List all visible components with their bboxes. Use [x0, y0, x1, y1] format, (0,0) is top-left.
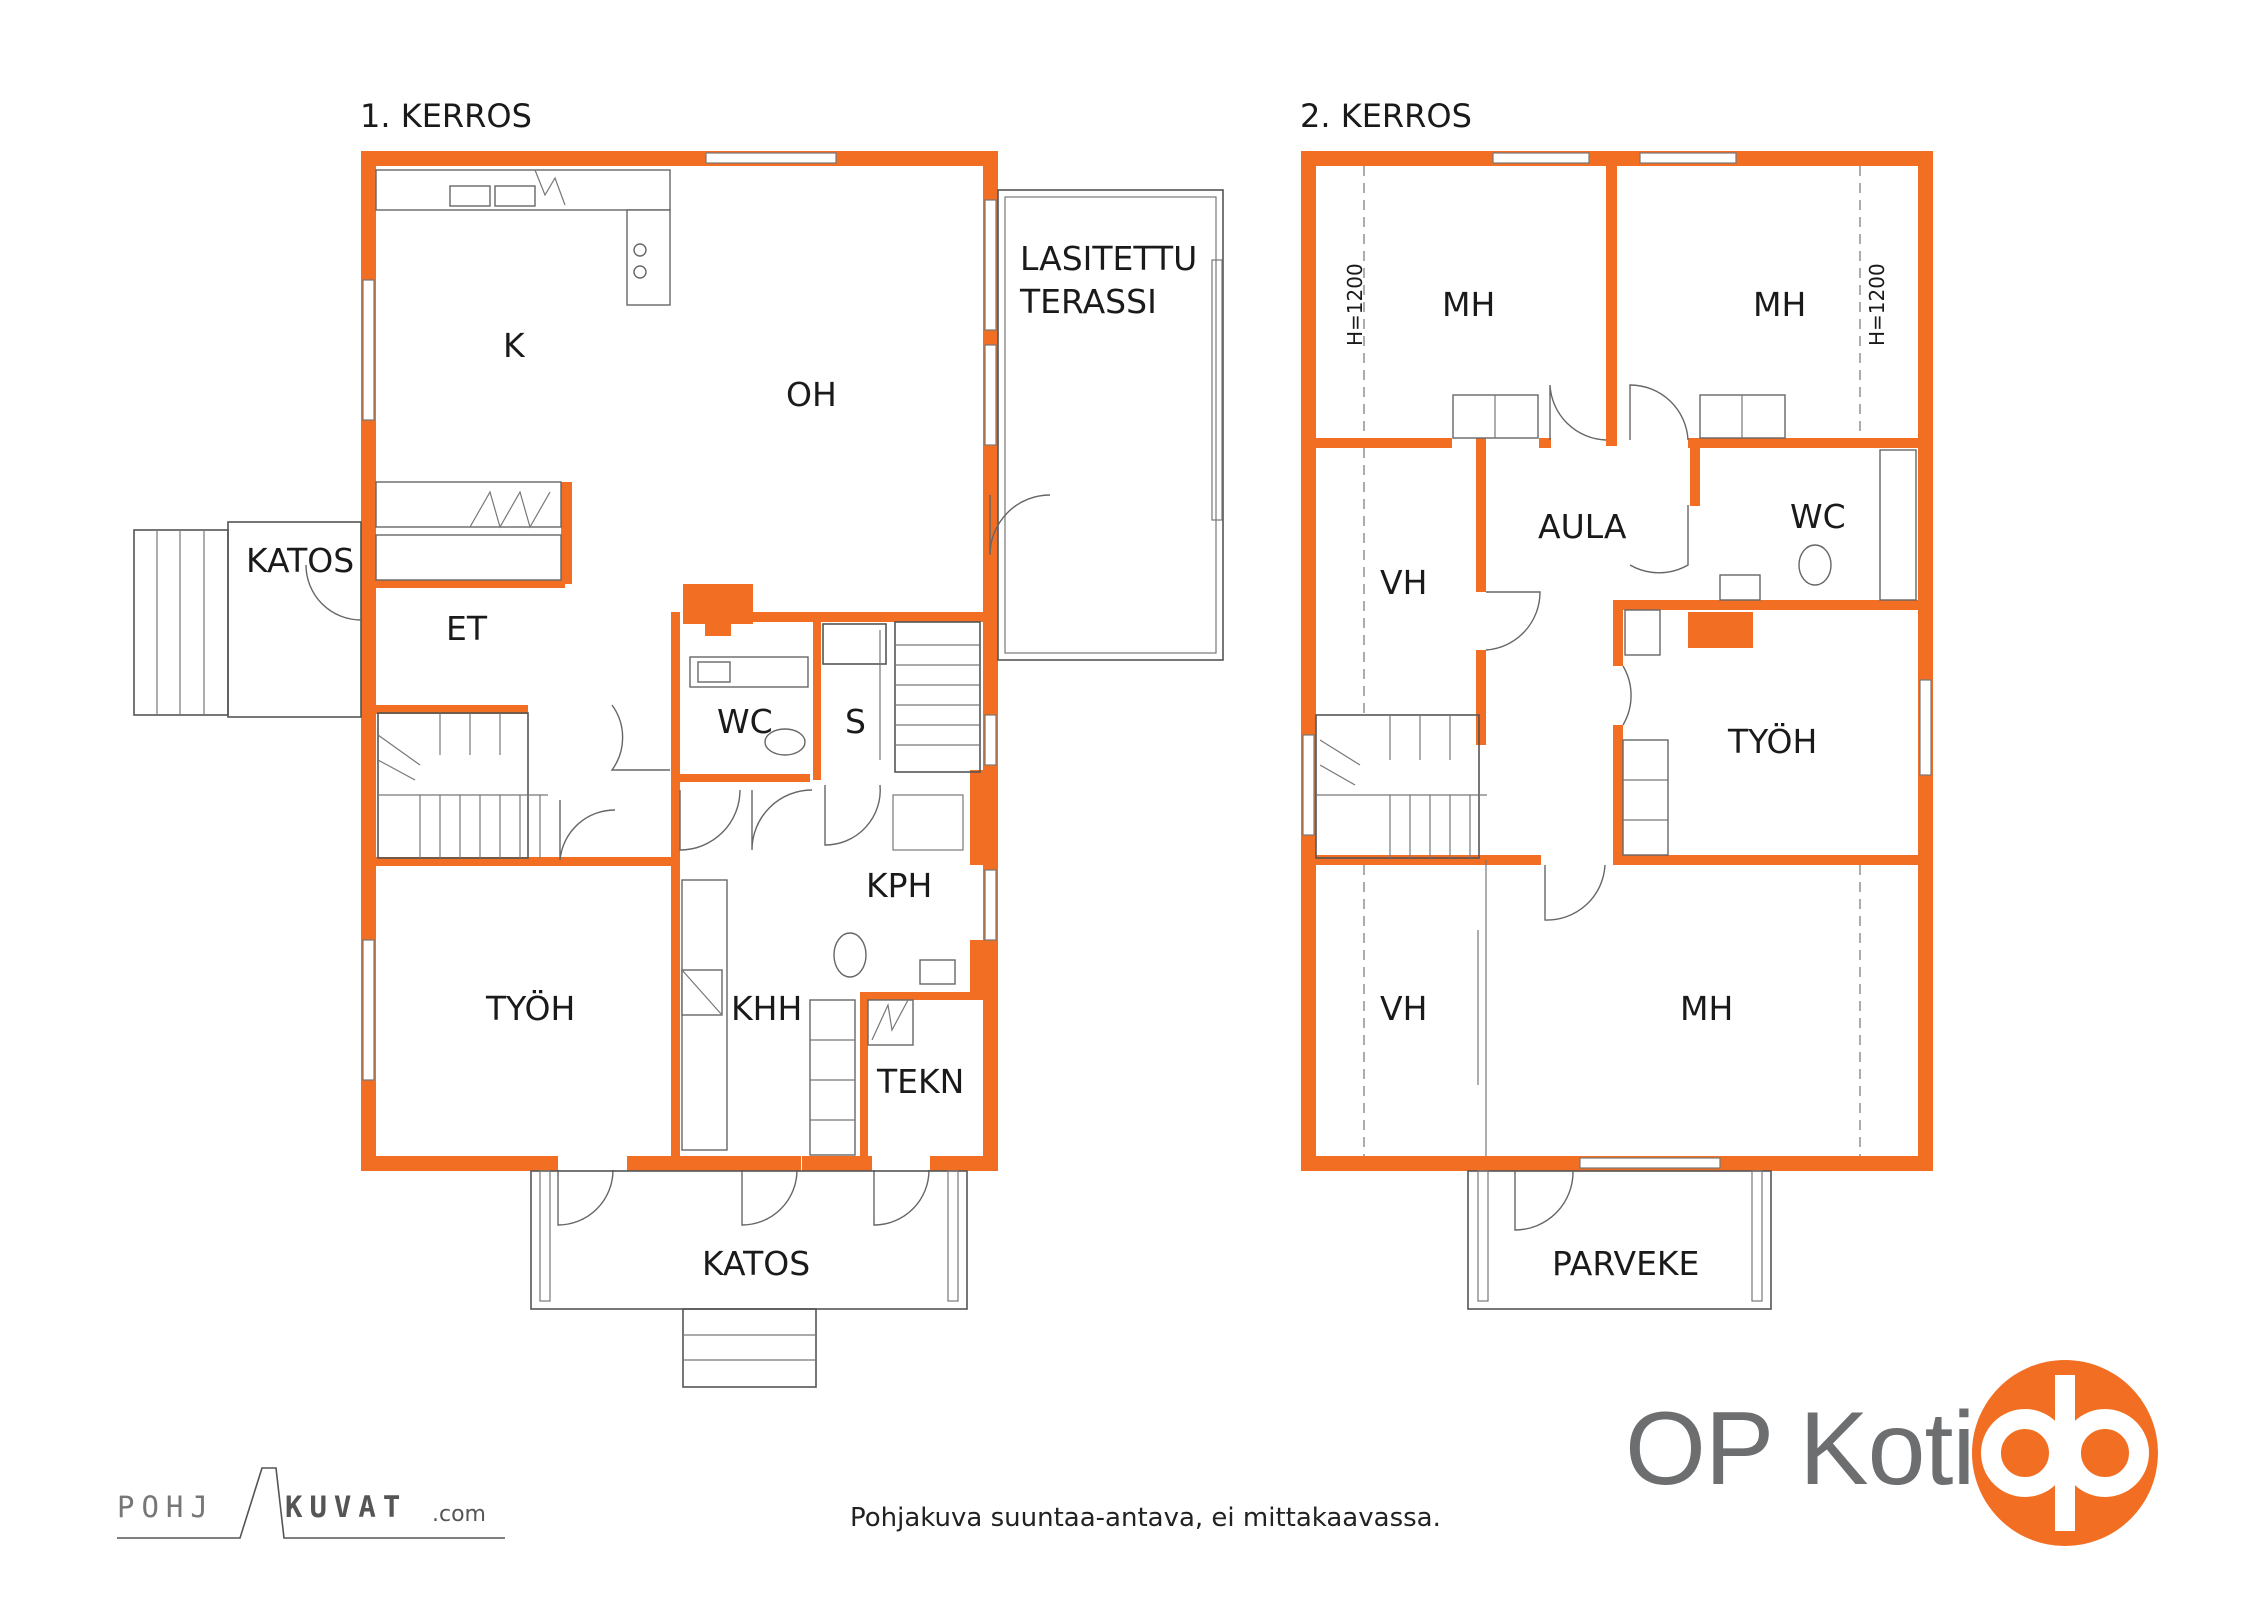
- floor-1-title: 1. KERROS: [360, 97, 532, 135]
- room-label-vh-bottom: VH: [1380, 989, 1427, 1028]
- pohjakuvat-logo-left: POHJ: [117, 1490, 215, 1524]
- floor-2-title: 2. KERROS: [1300, 97, 1472, 135]
- room-label-tyoh-2: TYÖH: [1727, 721, 1817, 761]
- room-label-oh: OH: [786, 375, 837, 414]
- room-label-tyoh-1: TYÖH: [485, 988, 575, 1028]
- floor-2-fixtures: [1452, 394, 1917, 856]
- room-label-mh-left: MH: [1442, 285, 1495, 324]
- room-label-s: S: [845, 702, 866, 741]
- room-label-vh-top: VH: [1380, 563, 1427, 602]
- room-label-terrace-line2: TERASSI: [1019, 282, 1157, 321]
- balcony: [1467, 1170, 1772, 1310]
- room-label-mh-bottom: MH: [1680, 989, 1733, 1028]
- floor-1-windows: [362, 152, 997, 1081]
- glazed-terrace: [997, 189, 1224, 661]
- floor-2-low-ceiling-lines: [1363, 166, 1861, 1156]
- room-label-et: ET: [446, 609, 488, 648]
- pohjakuvat-logo-mark: [117, 1467, 505, 1539]
- room-label-parveke: PARVEKE: [1552, 1244, 1699, 1283]
- front-canopy: [530, 1170, 968, 1388]
- floor-2-stairs: [1315, 714, 1487, 859]
- floor-2-walls: [1301, 151, 1933, 1171]
- room-label-mh-right: MH: [1753, 285, 1806, 324]
- room-label-k: K: [503, 326, 526, 365]
- floor-1-stairs: [377, 621, 981, 859]
- room-label-katos-front: KATOS: [702, 1244, 810, 1283]
- height-mark-right: H=1200: [1865, 263, 1889, 346]
- floor-1: 1. KERROS K OH LASITETTU TERASSI KATOS E…: [133, 97, 1224, 1388]
- room-label-aula: AULA: [1538, 507, 1627, 546]
- room-label-katos-side: KATOS: [246, 541, 354, 580]
- floor-1-doors: [305, 494, 1051, 1226]
- room-label-khh: KHH: [731, 989, 802, 1028]
- room-label-terrace-line1: LASITETTU: [1020, 239, 1197, 278]
- floor-2-windows: [1302, 152, 1932, 1169]
- disclaimer-note: Pohjakuva suuntaa-antava, ei mittakaavas…: [850, 1503, 1441, 1533]
- floor-1-bath-fixtures: [681, 623, 964, 1156]
- brand-name: OP Koti: [1625, 1391, 1975, 1507]
- room-label-wc-2: WC: [1790, 497, 1846, 536]
- op-logo-icon: [1972, 1360, 2158, 1546]
- room-label-tekn: TEKN: [876, 1062, 964, 1101]
- pohjakuvat-logo-suffix: .com: [432, 1502, 486, 1527]
- floor-2-doors: [1485, 384, 1689, 1231]
- room-label-kph: KPH: [866, 866, 932, 905]
- floor-2: 2. KERROS H=1200 H=1200 MH MH AULA WC VH…: [1300, 97, 1933, 1310]
- pohjakuvat-logo-right: KUVAT: [285, 1490, 408, 1524]
- room-label-wc-1: WC: [717, 702, 773, 741]
- height-mark-left: H=1200: [1343, 263, 1367, 346]
- kitchen-counters: [375, 169, 671, 581]
